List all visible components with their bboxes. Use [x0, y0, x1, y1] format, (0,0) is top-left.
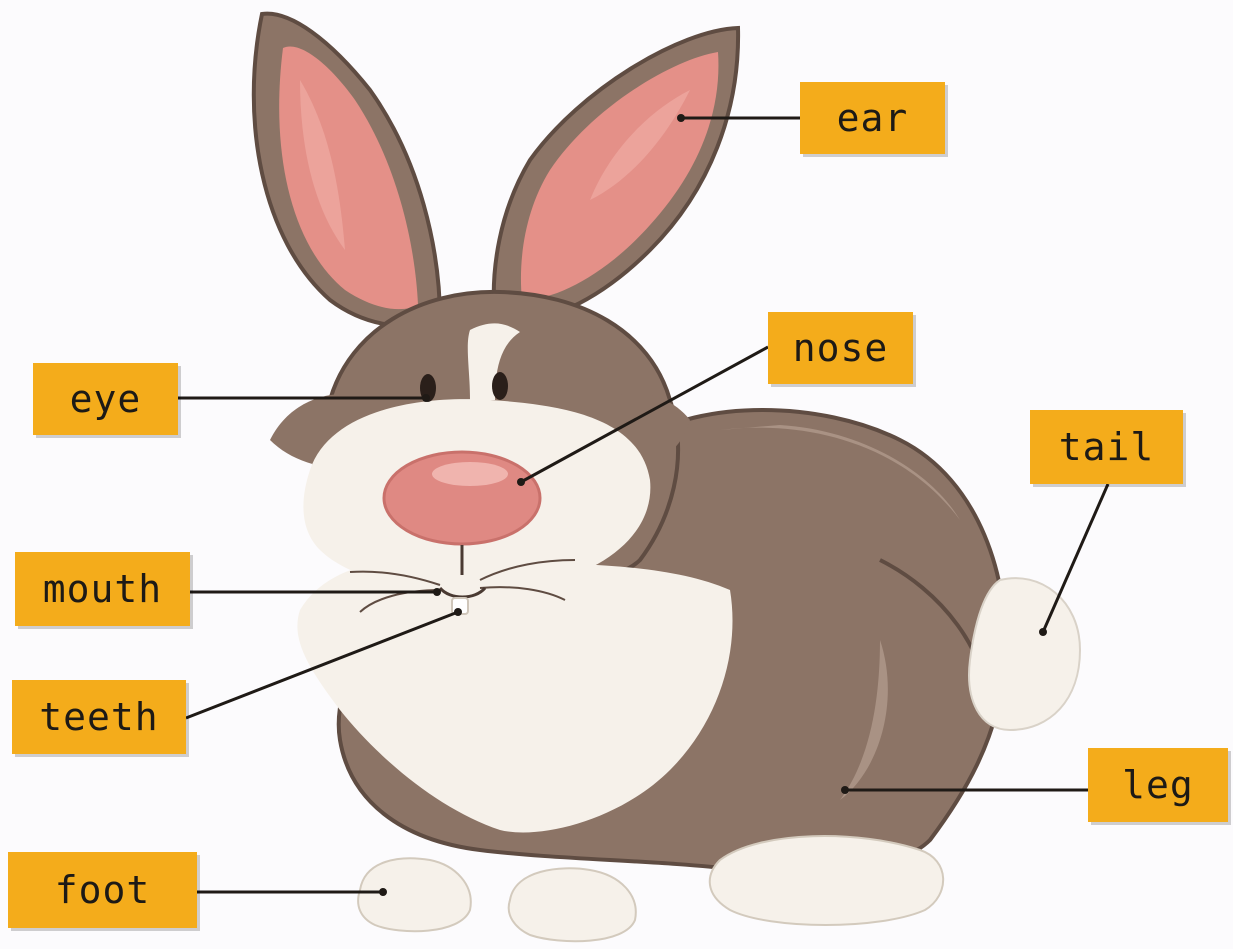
label-teeth: teeth	[12, 680, 186, 754]
rabbit-head	[270, 292, 690, 592]
right-ear	[494, 28, 738, 322]
label-nose: nose	[768, 312, 913, 384]
label-mouth: mouth	[15, 552, 190, 626]
label-ear: ear	[800, 82, 945, 154]
label-foot: foot	[8, 852, 197, 928]
label-leg: leg	[1088, 748, 1228, 822]
rabbit-tail	[969, 578, 1080, 730]
label-tail: tail	[1030, 410, 1183, 484]
label-eye: eye	[33, 363, 178, 435]
left-ear	[254, 14, 440, 326]
tail-leader-line	[1043, 484, 1108, 632]
